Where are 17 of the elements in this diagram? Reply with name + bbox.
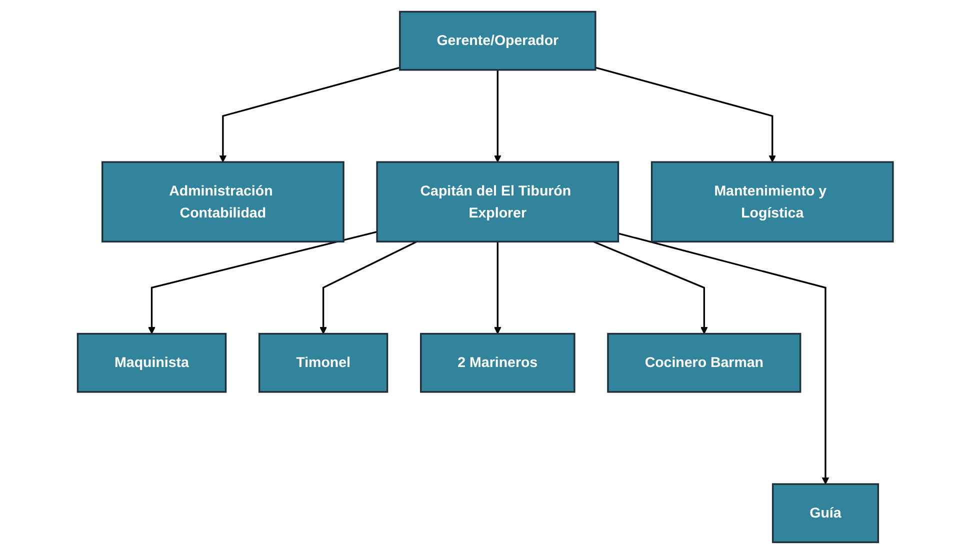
node-box: Timonel: [258, 332, 388, 393]
arrow: [319, 240, 417, 334]
node-box: Maquinista: [76, 332, 226, 393]
arrow: [618, 232, 829, 484]
node-box: 2 Marineros: [420, 332, 575, 393]
node-box: Mantenimiento y Logística: [650, 161, 894, 242]
node-box: Cocinero Barman: [606, 332, 801, 393]
arrow: [594, 66, 776, 162]
arrow: [218, 66, 400, 162]
node-box: Capitán del El Tiburón Explorer: [376, 161, 619, 242]
node-box: Gerente/Operador: [398, 10, 596, 71]
arrow: [592, 240, 708, 334]
arrow: [148, 230, 377, 334]
arrow: [494, 242, 501, 334]
node-box: Administración Contabilidad: [101, 161, 344, 242]
arrow: [494, 70, 501, 162]
node-box: Guía: [772, 483, 879, 544]
